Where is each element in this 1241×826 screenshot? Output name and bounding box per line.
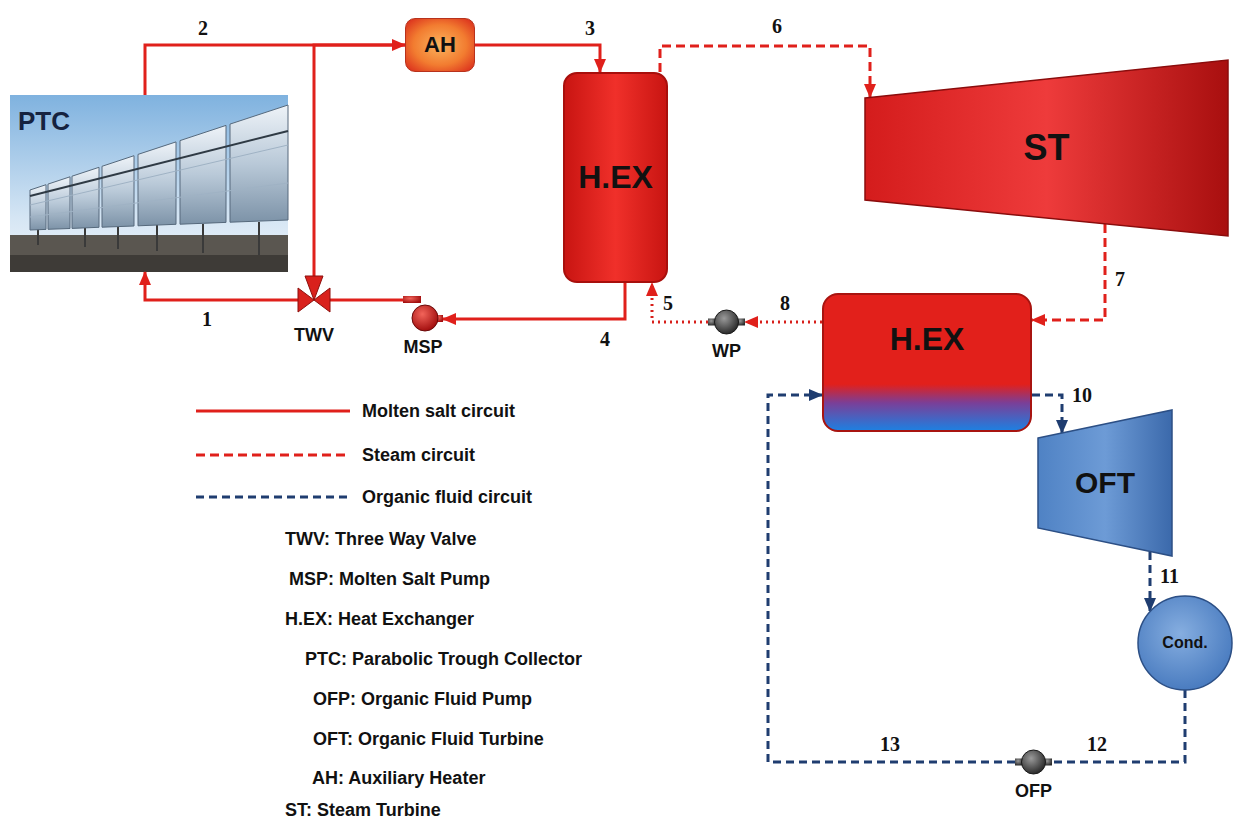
- stream-number: 11: [1160, 565, 1179, 587]
- abbreviation-note: OFP: Organic Fluid Pump: [313, 689, 532, 709]
- stream-number: 8: [780, 292, 790, 314]
- flow-line: [314, 45, 405, 276]
- label-holder: MSP: Molten Salt Pump: [289, 569, 490, 589]
- label-holder: H.EX: Heat Exchanger: [285, 609, 474, 629]
- legend-text: Organic fluid circuit: [362, 486, 532, 508]
- stream-number: 13: [880, 733, 900, 755]
- label-patch: 5: [661, 292, 675, 314]
- label-patch: 6: [770, 15, 784, 37]
- legend-row: Organic fluid circuit: [196, 486, 532, 508]
- label-patch: 4: [598, 328, 612, 350]
- abbreviation-note: H.EX: Heat Exchanger: [285, 609, 474, 629]
- flow-line: [145, 45, 405, 95]
- legend-text: Steam circuit: [362, 444, 475, 466]
- turbine-shape: OFT: [1038, 410, 1172, 556]
- abbreviation-note: TWV: Three Way Valve: [285, 529, 476, 549]
- stream-number: 1: [202, 308, 212, 330]
- pump-symbol: [403, 296, 443, 334]
- legend-sample: [196, 444, 352, 466]
- valve-symbol: TWV: [298, 276, 330, 322]
- legend-sample: [196, 486, 352, 508]
- stream-number: 7: [1115, 268, 1125, 290]
- collector-field: PTC: [10, 95, 288, 272]
- flow-line: [330, 299, 403, 302]
- flow-line: [1032, 224, 1105, 320]
- abbreviation-note: OFT: Organic Fluid Turbine: [313, 729, 544, 749]
- node-label: OFT: [1075, 466, 1135, 501]
- stream-number: 10: [1072, 384, 1092, 406]
- flow-line: [1052, 690, 1185, 762]
- node-label: WP: [712, 341, 741, 362]
- label-holder: TWV: Three Way Valve: [285, 529, 476, 549]
- flow-line: [660, 46, 870, 97]
- node-label: H.EX: [578, 159, 653, 196]
- flow-line: [652, 283, 708, 322]
- valve-symbol: [298, 276, 330, 322]
- label-holder: AH: Auxiliary Heater: [312, 768, 485, 788]
- label-patch: 12: [1085, 733, 1109, 755]
- label-holder: OFP: Organic Fluid Pump: [313, 689, 532, 709]
- condenser-circle: Cond.: [1137, 595, 1233, 691]
- pump-symbol: [1015, 746, 1052, 778]
- label-holder: OFT: Organic Fluid Turbine: [313, 729, 544, 749]
- stream-number: 2: [198, 17, 208, 39]
- stream-number: 12: [1087, 733, 1107, 755]
- flow-line: [1149, 552, 1152, 611]
- label-patch: 1: [200, 308, 214, 330]
- label-patch: 2: [196, 17, 210, 39]
- node-label: H.EX: [890, 321, 965, 358]
- label-patch: 10: [1070, 384, 1094, 406]
- abbreviation-note: AH: Auxiliary Heater: [312, 768, 485, 788]
- abbreviation-note: MSP: Molten Salt Pump: [289, 569, 490, 589]
- node-label: AH: [424, 32, 456, 57]
- flow-line: [475, 45, 600, 72]
- pump-symbol: [708, 306, 745, 338]
- node-label: ST: [1023, 127, 1069, 168]
- node-label: TWV: [294, 325, 334, 346]
- stream-number: 6: [772, 15, 782, 37]
- label-patch: 3: [583, 17, 597, 39]
- flow-line: [745, 321, 822, 324]
- label-patch: 8: [778, 292, 792, 314]
- node-label: MSP: [403, 337, 442, 358]
- heat-exchanger: H.EX: [563, 72, 668, 283]
- collector-photo: [10, 95, 288, 272]
- legend-row: Steam circuit: [196, 444, 475, 466]
- pump-symbol: WP: [708, 306, 745, 338]
- legend-text: Molten salt circuit: [362, 400, 515, 422]
- label-holder: ST: Steam Turbine: [285, 800, 441, 820]
- pump-symbol: OFP: [1015, 746, 1052, 778]
- heat-exchanger: H.EX: [822, 293, 1032, 432]
- node-label: OFP: [1015, 781, 1052, 802]
- node-label: Cond.: [1162, 634, 1207, 652]
- node-label: PTC: [18, 107, 70, 137]
- flow-line: [1032, 395, 1062, 433]
- flow-line: [145, 272, 298, 300]
- legend-line: [196, 496, 350, 499]
- flow-line: [768, 395, 1015, 762]
- label-patch: 7: [1113, 268, 1127, 290]
- pump-symbol: MSP: [403, 296, 443, 334]
- legend-row: Molten salt circuit: [196, 400, 515, 422]
- stream-number: 5: [663, 292, 673, 314]
- abbreviation-note: PTC: Parabolic Trough Collector: [305, 649, 582, 669]
- turbine-shape: ST: [865, 60, 1228, 236]
- legend-line: [196, 410, 350, 413]
- heater-box: AH: [405, 18, 475, 72]
- legend-line: [196, 454, 350, 457]
- flow-line: [443, 283, 625, 319]
- label-holder: PTC: Parabolic Trough Collector: [305, 649, 582, 669]
- stream-number: 3: [585, 17, 595, 39]
- label-patch: 11: [1158, 565, 1181, 587]
- stream-number: 4: [600, 328, 610, 350]
- label-patch: 13: [878, 733, 902, 755]
- legend-sample: [196, 400, 352, 422]
- abbreviation-note: ST: Steam Turbine: [285, 800, 441, 820]
